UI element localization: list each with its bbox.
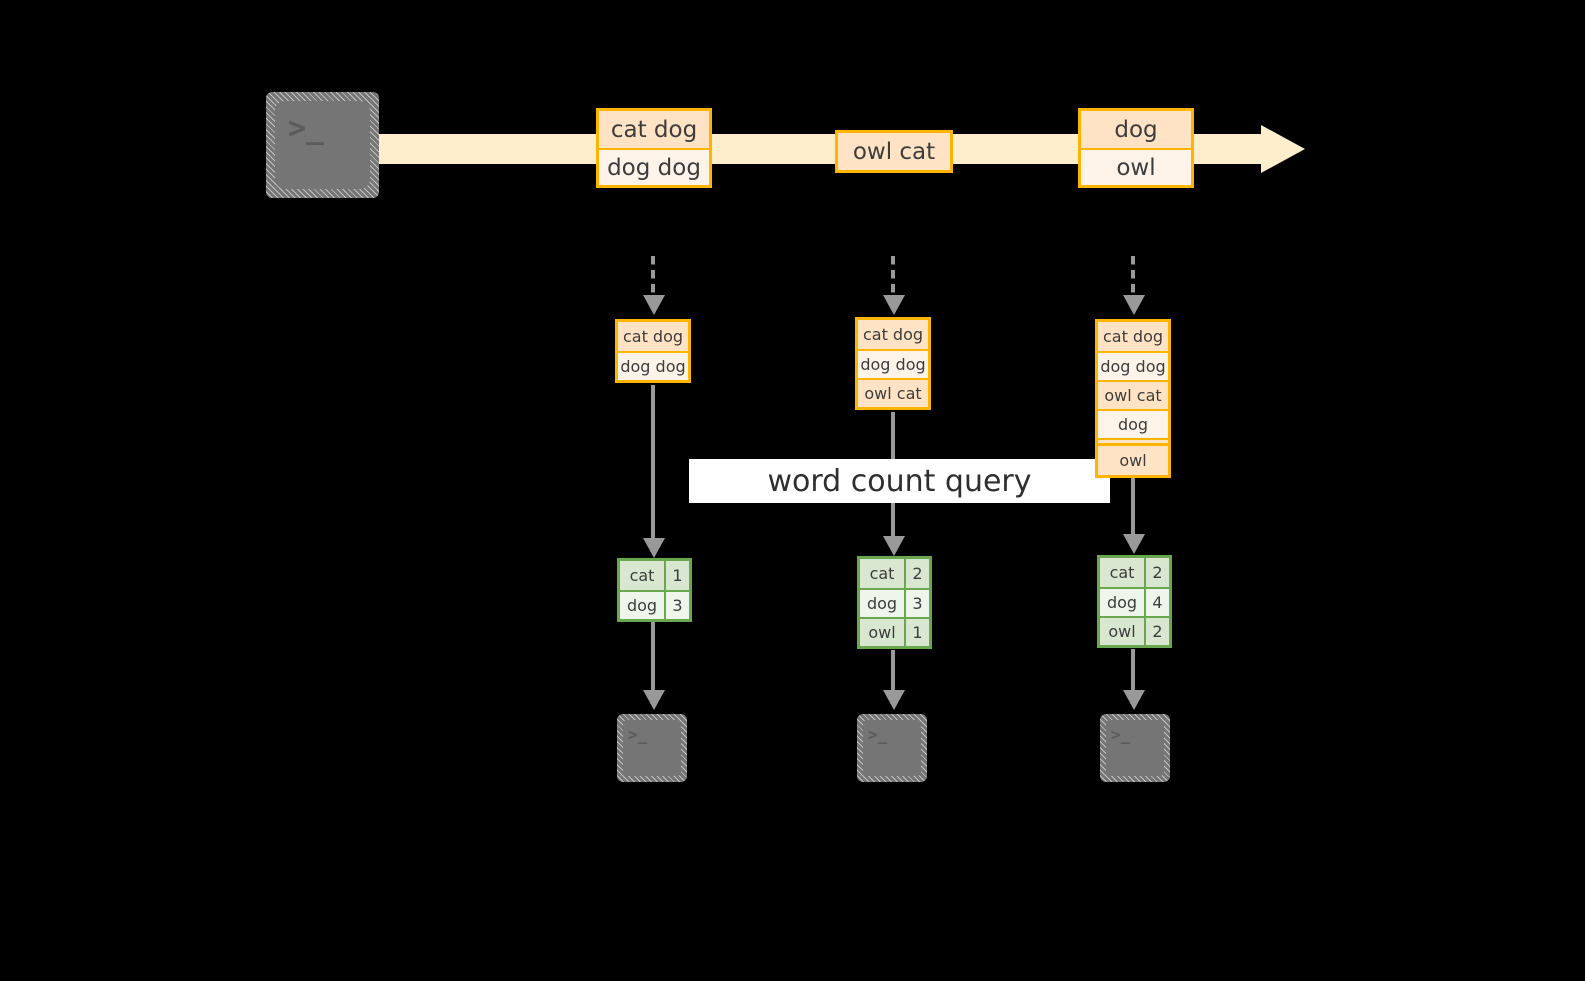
table-row: dog 3 xyxy=(860,588,929,617)
result-value: 4 xyxy=(1144,589,1169,616)
result-key: owl xyxy=(860,619,904,646)
result-key: owl xyxy=(1100,618,1144,645)
buffered-record: owl cat xyxy=(858,378,928,407)
table-row: dog 3 xyxy=(620,590,689,619)
result-value: 1 xyxy=(664,561,689,590)
column-1-query-edge xyxy=(651,385,655,540)
stream-group-3[interactable]: dog owl xyxy=(1078,108,1194,188)
stream-record: dog xyxy=(1081,111,1191,148)
column-3-sink-edge xyxy=(1131,649,1135,692)
column-2-input-buffer[interactable]: cat dog dog dog owl cat xyxy=(855,317,931,410)
result-key: cat xyxy=(1100,558,1144,587)
column-1-sink-arrowhead xyxy=(643,690,665,710)
stream-record: owl xyxy=(1081,148,1191,185)
result-value: 3 xyxy=(664,592,689,619)
snapshot-trigger-arrowhead-1 xyxy=(643,295,665,315)
column-3-result-table[interactable]: cat 2 dog 4 owl 2 xyxy=(1097,555,1172,648)
terminal-prompt-glyph: >_ xyxy=(628,725,648,744)
result-value: 2 xyxy=(904,559,929,588)
snapshot-trigger-line-2 xyxy=(891,256,895,298)
result-key: cat xyxy=(860,559,904,588)
buffered-record: dog dog xyxy=(1098,351,1168,380)
column-3-sink-arrowhead xyxy=(1123,690,1145,710)
result-value: 3 xyxy=(904,590,929,617)
terminal-prompt-glyph: >_ xyxy=(1111,725,1131,744)
terminal-screen xyxy=(623,720,681,776)
column-2-result-table[interactable]: cat 2 dog 3 owl 1 xyxy=(857,556,932,649)
snapshot-trigger-line-3 xyxy=(1131,256,1135,298)
buffered-record: dog xyxy=(1098,409,1168,438)
column-2-sink-arrowhead xyxy=(883,690,905,710)
column-1-result-table[interactable]: cat 1 dog 3 xyxy=(617,558,692,622)
buffered-record: cat dog xyxy=(858,320,928,349)
column-2-query-arrowhead xyxy=(883,536,905,556)
table-row: owl 2 xyxy=(1100,616,1169,645)
stream-group-1[interactable]: cat dog dog dog xyxy=(596,108,712,188)
result-key: dog xyxy=(860,590,904,617)
table-row: cat 2 xyxy=(1100,558,1169,587)
buffered-record: cat dog xyxy=(1098,322,1168,351)
table-row: cat 1 xyxy=(620,561,689,590)
column-1-query-arrowhead xyxy=(643,538,665,558)
buffered-record: dog dog xyxy=(618,351,688,380)
terminal-screen xyxy=(275,101,370,189)
column-1-input-buffer[interactable]: cat dog dog dog xyxy=(615,319,691,383)
source-terminal-icon[interactable]: >_ xyxy=(266,92,379,198)
column-3-query-edge xyxy=(1131,474,1135,536)
column-1-sink-edge xyxy=(651,622,655,692)
result-key: dog xyxy=(1100,589,1144,616)
buffered-record: owl cat xyxy=(1098,380,1168,409)
result-key: dog xyxy=(620,592,664,619)
column-1-sink-terminal-icon[interactable]: >_ xyxy=(617,714,687,782)
stream-group-2[interactable]: owl cat xyxy=(835,130,953,173)
result-key: cat xyxy=(620,561,664,590)
stream-record: cat dog xyxy=(599,111,709,148)
buffered-record: dog dog xyxy=(858,349,928,378)
buffered-record: cat dog xyxy=(618,322,688,351)
snapshot-trigger-arrowhead-2 xyxy=(883,295,905,315)
column-3-query-arrowhead xyxy=(1123,534,1145,554)
column-2-sink-terminal-icon[interactable]: >_ xyxy=(857,714,927,782)
query-label-band: word count query xyxy=(689,459,1110,503)
terminal-screen xyxy=(1106,720,1164,776)
table-row: cat 2 xyxy=(860,559,929,588)
stream-record: dog dog xyxy=(599,148,709,185)
table-row: owl 1 xyxy=(860,617,929,646)
stream-record: owl cat xyxy=(838,133,950,170)
result-value: 2 xyxy=(1144,558,1169,587)
table-row: dog 4 xyxy=(1100,587,1169,616)
column-2-sink-edge xyxy=(891,650,895,692)
snapshot-trigger-line-1 xyxy=(651,256,655,298)
stream-arrowhead xyxy=(1261,125,1305,173)
terminal-prompt-glyph: >_ xyxy=(288,111,325,146)
column-3-input-buffer-overlay: owl xyxy=(1095,443,1171,478)
terminal-screen xyxy=(863,720,921,776)
result-value: 2 xyxy=(1144,618,1169,645)
buffered-record: owl xyxy=(1098,446,1168,475)
column-3-sink-terminal-icon[interactable]: >_ xyxy=(1100,714,1170,782)
snapshot-trigger-arrowhead-3 xyxy=(1123,295,1145,315)
result-value: 1 xyxy=(904,619,929,646)
query-label: word count query xyxy=(767,463,1032,499)
terminal-prompt-glyph: >_ xyxy=(868,725,888,744)
